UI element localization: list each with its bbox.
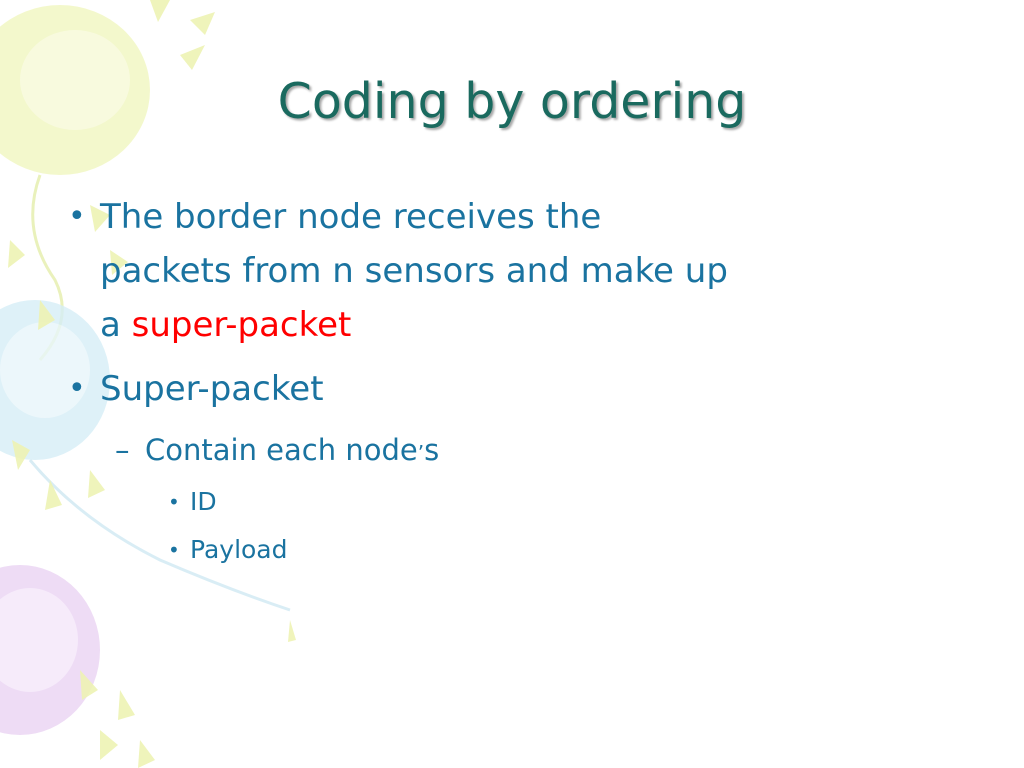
sub-bullet-text: Contain each node [145, 433, 418, 467]
bullet-super-packet: • Super-packet [68, 362, 324, 416]
bullet-text-line2: packets from n sensors and make up [100, 251, 728, 291]
bullet-text-line1: The border node receives the [100, 197, 602, 237]
yellow-balloon-icon [0, 5, 150, 361]
purple-balloon-icon [0, 565, 100, 735]
sub-sub-bullet-payload: • Payload [168, 530, 288, 570]
confetti-icon [8, 0, 296, 768]
bullet-marker: • [168, 490, 180, 514]
bullet-marker: • [68, 371, 86, 406]
blue-balloon-icon [0, 300, 291, 612]
slide-title: Coding by ordering [277, 73, 747, 130]
sub-sub-bullet-id: • ID [168, 482, 217, 522]
sub-bullet-contain: – Contain each node’s [115, 430, 440, 473]
apostrophe: ’ [417, 441, 425, 465]
bullet-marker: • [68, 199, 86, 234]
super-packet-emphasis: super-packet [131, 305, 352, 345]
bullet-border-node: • The border node receives the [68, 190, 602, 244]
sub-bullet-suffix: s [424, 433, 440, 467]
bullet-text: Super-packet [100, 369, 324, 409]
bullet-border-node-line3: a super-packet [100, 298, 351, 352]
sub-sub-bullet-text: ID [190, 487, 217, 516]
sub-sub-bullet-text: Payload [190, 535, 288, 564]
bullet-border-node-line2: packets from n sensors and make up [100, 244, 728, 298]
dash-marker: – [115, 433, 130, 467]
bullet-marker: • [168, 538, 180, 562]
bullet-text-line3-prefix: a [100, 305, 132, 345]
